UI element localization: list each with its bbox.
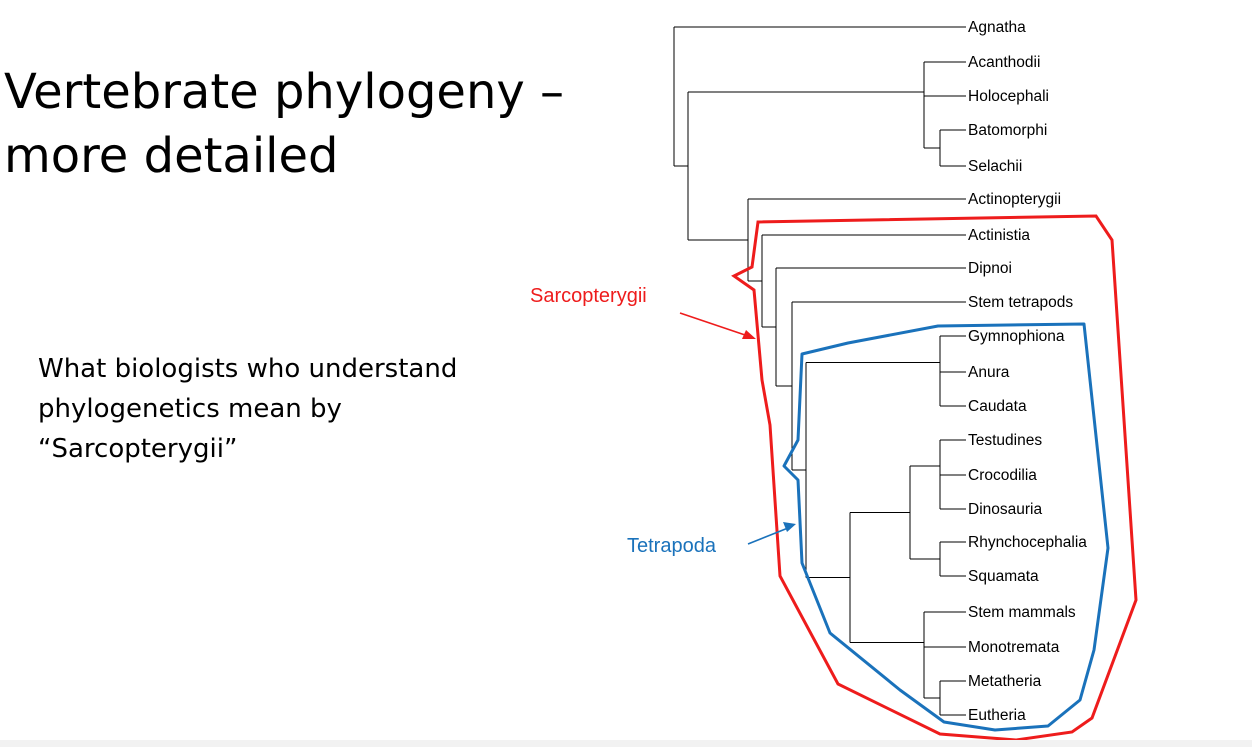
taxon-label: Monotremata — [968, 639, 1060, 656]
slide-subtitle: What biologists who understand phylogene… — [38, 354, 458, 464]
bottom-bar — [0, 740, 1252, 747]
taxon-label: Metatheria — [968, 673, 1042, 690]
taxon-label: Dipnoi — [968, 260, 1012, 277]
taxon-label: Crocodilia — [968, 467, 1037, 484]
taxon-label: Selachii — [968, 158, 1022, 175]
taxon-label: Acanthodii — [968, 54, 1040, 71]
taxon-label: Stem tetrapods — [968, 294, 1073, 311]
taxon-label: Gymnophiona — [968, 328, 1065, 345]
taxon-labels: AgnathaAcanthodiiHolocephaliBatomorphiSe… — [968, 19, 1087, 724]
taxon-label: Squamata — [968, 568, 1039, 585]
taxon-label: Agnatha — [968, 19, 1026, 36]
taxon-label: Caudata — [968, 398, 1027, 415]
tree-branches — [673, 26, 966, 716]
sarcopterygii-arrow — [679, 312, 756, 339]
taxon-label: Dinosauria — [968, 501, 1042, 518]
taxon-label: Holocephali — [968, 88, 1049, 105]
sarcopterygii-outline — [731, 214, 1138, 742]
tetrapoda-arrow — [747, 522, 796, 545]
taxon-label: Eutheria — [968, 707, 1026, 724]
taxon-label: Anura — [968, 364, 1010, 381]
tetrapoda-label: Tetrapoda — [627, 535, 717, 557]
slide-title: Vertebrate phylogeny – more detailed — [4, 64, 565, 184]
taxon-label: Actinistia — [968, 227, 1030, 244]
taxon-label: Testudines — [968, 432, 1042, 449]
taxon-label: Actinopterygii — [968, 191, 1061, 208]
tetrapoda-outline — [782, 322, 1110, 732]
taxon-label: Rhynchocephalia — [968, 534, 1087, 551]
taxon-label: Stem mammals — [968, 604, 1076, 621]
taxon-label: Batomorphi — [968, 122, 1047, 139]
sarcopterygii-label: Sarcopterygii — [530, 285, 647, 307]
